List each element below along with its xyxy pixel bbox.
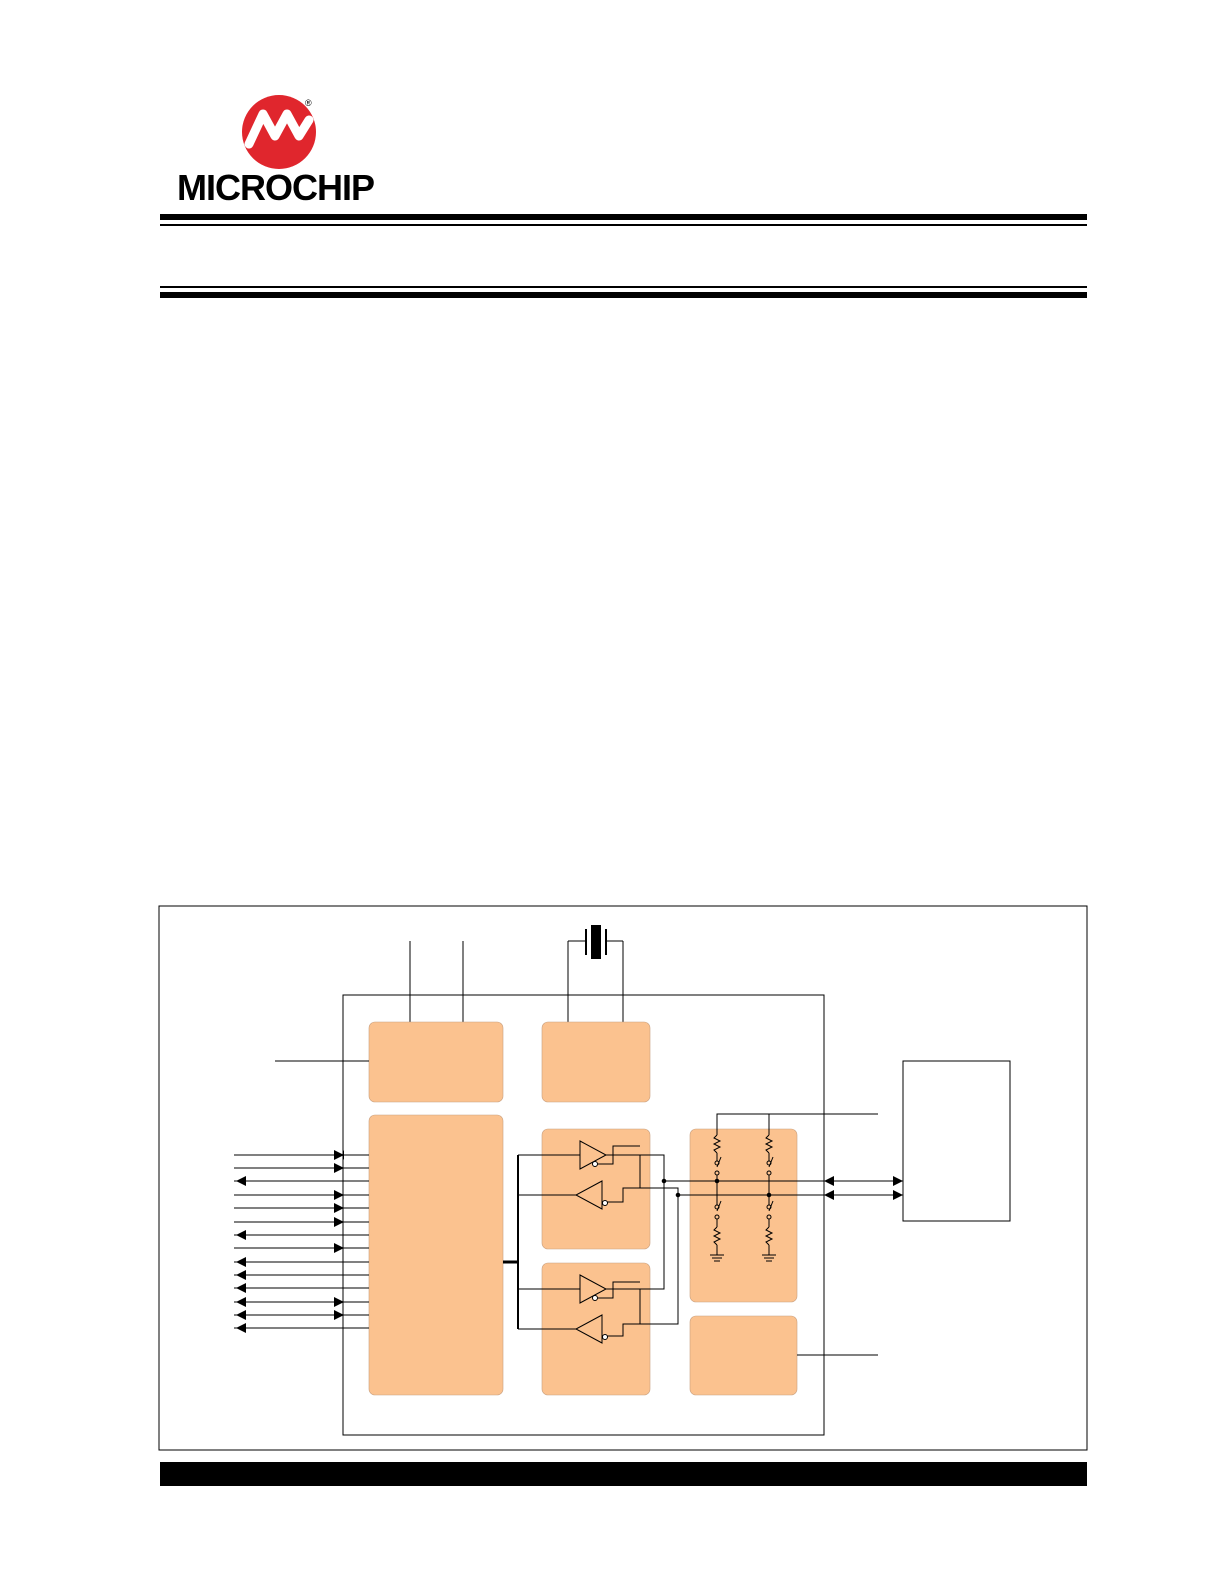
block-main-logic bbox=[368, 1114, 504, 1396]
bus-arrows bbox=[824, 1176, 903, 1200]
transceiver-2-buffers bbox=[574, 1274, 641, 1344]
microchip-logo: ® MICROCHIP bbox=[177, 95, 375, 208]
footer-bar bbox=[160, 1462, 1087, 1486]
left-signal-lines bbox=[234, 1154, 369, 1329]
block-oscillator bbox=[541, 1021, 651, 1103]
transceiver-1-buffers bbox=[574, 1140, 641, 1210]
logo-emblem-chip-mark bbox=[244, 109, 314, 149]
crystal-symbol bbox=[567, 925, 624, 1023]
header-rule-thick-top bbox=[160, 214, 1087, 220]
header-rule-thick-bottom bbox=[160, 292, 1087, 298]
logo-wordmark: MICROCHIP bbox=[177, 167, 374, 208]
block-top-left bbox=[368, 1021, 504, 1103]
block-bottom-right bbox=[689, 1315, 798, 1396]
bus-lines bbox=[623, 1154, 903, 1325]
internal-bus bbox=[503, 1154, 580, 1330]
header-rule-thin-bottom bbox=[160, 286, 1087, 288]
block-diagram bbox=[158, 905, 1088, 1451]
termination-network bbox=[710, 1113, 878, 1262]
chip-boundary bbox=[342, 994, 825, 1436]
external-device-box bbox=[902, 1060, 1011, 1222]
diagram-border bbox=[158, 905, 1088, 1451]
logo-registered-mark: ® bbox=[305, 98, 312, 108]
left-signal-arrows bbox=[236, 1150, 344, 1333]
block-termination bbox=[689, 1128, 798, 1303]
header-rule-thin-top bbox=[160, 224, 1087, 226]
